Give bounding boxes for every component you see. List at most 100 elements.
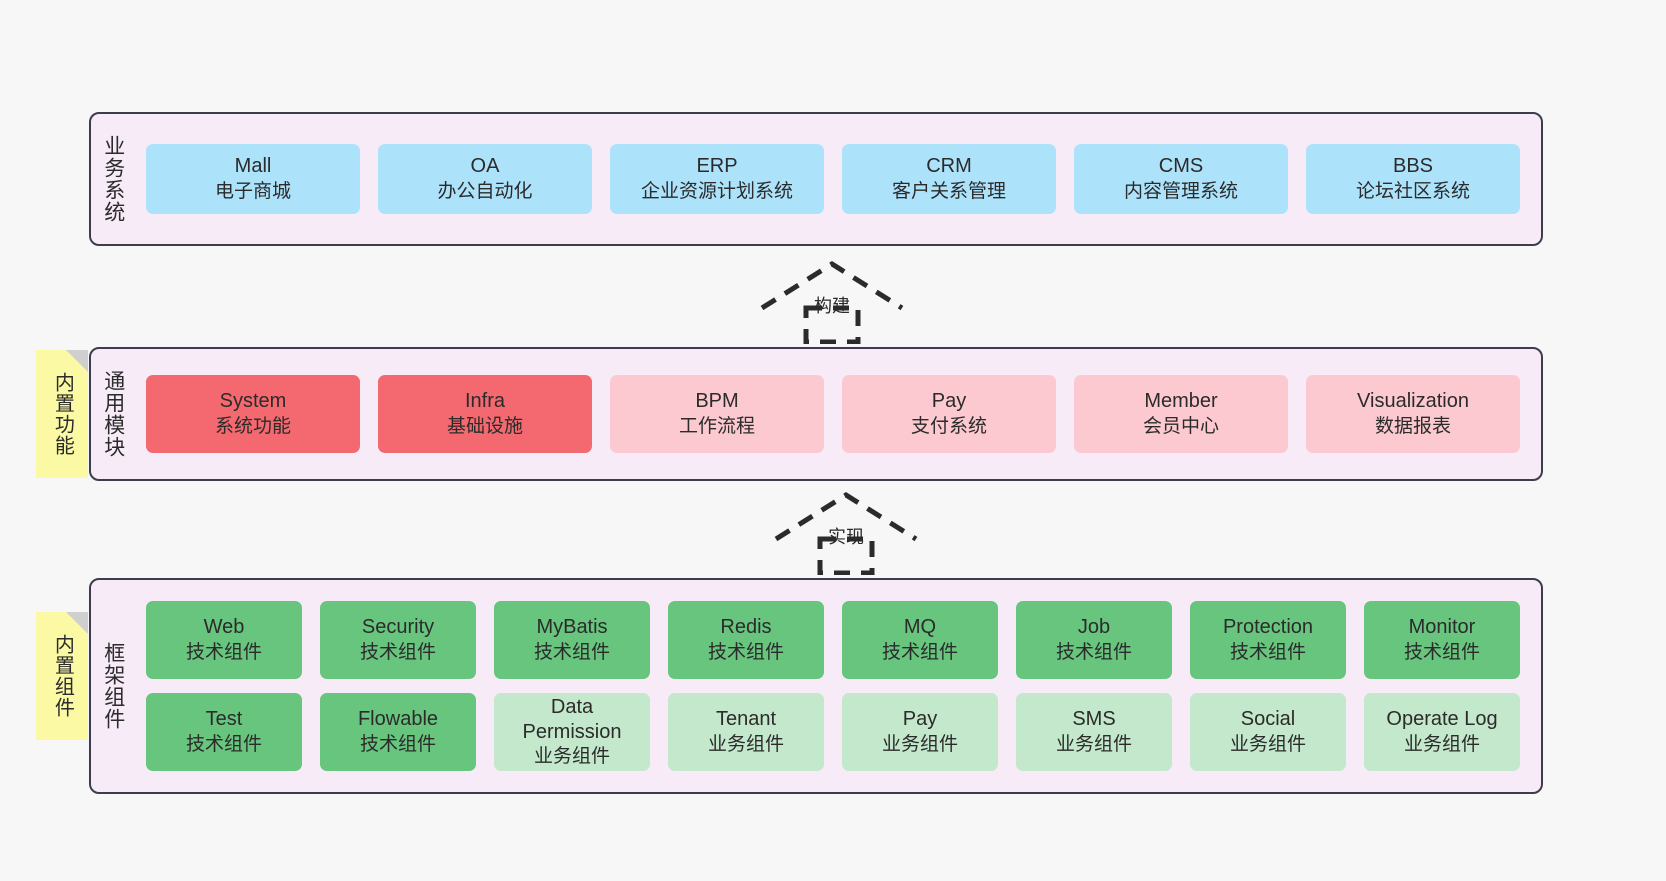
- node-operate-log[interactable]: Operate Log 业务组件: [1364, 693, 1520, 771]
- connector-implement-label: 实现: [828, 527, 864, 547]
- node-title: BBS: [1392, 155, 1434, 178]
- node-oa[interactable]: OA 办公自动化: [378, 144, 592, 214]
- node-infra[interactable]: Infra 基础设施: [378, 375, 592, 453]
- node-title: Redis: [720, 616, 772, 639]
- node-subtitle: 办公自动化: [437, 180, 533, 202]
- node-flowable[interactable]: Flowable 技术组件: [320, 693, 476, 771]
- node-member[interactable]: Member 会员中心: [1074, 375, 1288, 453]
- layer-framework-components-body: Web 技术组件 Security 技术组件 MyBatis 技术组件: [135, 580, 1541, 792]
- node-title: Pay: [931, 390, 967, 413]
- layer-business-systems-body: Mall 电子商城 OA 办公自动化 ERP 企业资源计划系统: [135, 114, 1541, 244]
- node-monitor[interactable]: Monitor 技术组件: [1364, 601, 1520, 679]
- layer-framework-components-row-business: Test 技术组件 Flowable 技术组件 Data Permission …: [137, 693, 1529, 771]
- node-subtitle: 技术组件: [707, 641, 784, 663]
- grid-cell: Test 技术组件: [137, 693, 311, 771]
- grid-cell: ERP 企业资源计划系统: [601, 144, 833, 214]
- node-title: Member: [1144, 390, 1218, 413]
- node-subtitle: 业务组件: [533, 746, 610, 768]
- node-security[interactable]: Security 技术组件: [320, 601, 476, 679]
- grid-cell: System 系统功能: [137, 375, 369, 453]
- node-subtitle: 技术组件: [533, 641, 610, 663]
- node-subtitle: 电子商城: [214, 180, 291, 202]
- node-subtitle: 业务组件: [881, 733, 958, 755]
- connector-build-label: 构建: [814, 296, 850, 316]
- node-test[interactable]: Test 技术组件: [146, 693, 302, 771]
- note-fold-corner-icon: [66, 612, 88, 634]
- layer-business-systems: 业务系统 Mall 电子商城 OA 办公自动化 ERP: [89, 112, 1543, 246]
- grid-cell: CRM 客户关系管理: [833, 144, 1065, 214]
- node-subtitle: 业务组件: [707, 733, 784, 755]
- node-title: MyBatis: [536, 616, 608, 639]
- layer-business-systems-row: Mall 电子商城 OA 办公自动化 ERP 企业资源计划系统: [137, 144, 1529, 214]
- node-protection[interactable]: Protection 技术组件: [1190, 601, 1346, 679]
- node-subtitle: 企业资源计划系统: [640, 180, 793, 202]
- node-crm[interactable]: CRM 客户关系管理: [842, 144, 1056, 214]
- layer-common-modules: 通用模块 System 系统功能 Infra 基础设施: [89, 347, 1543, 481]
- grid-cell: Redis 技术组件: [659, 601, 833, 679]
- grid-cell: Web 技术组件: [137, 601, 311, 679]
- node-subtitle: 技术组件: [1055, 641, 1132, 663]
- grid-cell: Flowable 技术组件: [311, 693, 485, 771]
- node-subtitle: 技术组件: [185, 641, 262, 663]
- node-subtitle: 技术组件: [359, 733, 436, 755]
- layer-framework-components-title: 框架组件: [101, 642, 125, 730]
- node-subtitle: 技术组件: [881, 641, 958, 663]
- node-title: Test: [205, 708, 243, 731]
- node-pay-module[interactable]: Pay 支付系统: [842, 375, 1056, 453]
- node-title: Social: [1240, 708, 1296, 731]
- node-title: Monitor: [1408, 616, 1476, 639]
- node-subtitle: 系统功能: [214, 415, 291, 437]
- node-mq[interactable]: MQ 技术组件: [842, 601, 998, 679]
- node-title: CMS: [1158, 155, 1204, 178]
- node-sms[interactable]: SMS 业务组件: [1016, 693, 1172, 771]
- implement-arrow-icon: [774, 492, 918, 576]
- layer-framework-components: 框架组件 Web 技术组件 Security 技术组件: [89, 578, 1543, 794]
- note-builtin-function-label: 内置功能: [51, 372, 74, 456]
- node-system[interactable]: System 系统功能: [146, 375, 360, 453]
- node-title: MQ: [903, 616, 937, 639]
- node-title: BPM: [695, 390, 739, 413]
- grid-cell: Social 业务组件: [1181, 693, 1355, 771]
- node-subtitle: 支付系统: [910, 415, 987, 437]
- layer-common-modules-title: 通用模块: [101, 370, 125, 458]
- note-fold-corner-icon: [66, 350, 88, 372]
- node-cms[interactable]: CMS 内容管理系统: [1074, 144, 1288, 214]
- node-subtitle: 业务组件: [1403, 733, 1480, 755]
- note-builtin-function: 内置功能: [36, 350, 88, 478]
- node-tenant[interactable]: Tenant 业务组件: [668, 693, 824, 771]
- connector-build: 构建: [756, 258, 908, 345]
- node-redis[interactable]: Redis 技术组件: [668, 601, 824, 679]
- node-title: Operate Log: [1386, 708, 1498, 731]
- node-data-permission[interactable]: Data Permission 业务组件: [494, 693, 650, 771]
- node-subtitle: 业务组件: [1229, 733, 1306, 755]
- node-title: Web: [203, 616, 245, 639]
- layer-business-systems-title: 业务系统: [101, 135, 125, 223]
- node-subtitle: 内容管理系统: [1123, 180, 1238, 202]
- node-subtitle: 技术组件: [185, 733, 262, 755]
- node-title: Mall: [234, 155, 272, 178]
- node-title: OA: [470, 155, 500, 178]
- node-web[interactable]: Web 技术组件: [146, 601, 302, 679]
- grid-cell: OA 办公自动化: [369, 144, 601, 214]
- node-subtitle: 数据报表: [1374, 415, 1451, 437]
- node-title: Infra: [464, 390, 506, 413]
- node-erp[interactable]: ERP 企业资源计划系统: [610, 144, 824, 214]
- connector-implement: 实现: [770, 489, 922, 576]
- grid-cell: Mall 电子商城: [137, 144, 369, 214]
- node-subtitle: 论坛社区系统: [1355, 180, 1470, 202]
- layer-framework-components-row-tech: Web 技术组件 Security 技术组件 MyBatis 技术组件: [137, 601, 1529, 679]
- grid-cell: Visualization 数据报表: [1297, 375, 1529, 453]
- node-title: Tenant: [715, 708, 777, 731]
- grid-cell: Job 技术组件: [1007, 601, 1181, 679]
- node-bpm[interactable]: BPM 工作流程: [610, 375, 824, 453]
- node-job[interactable]: Job 技术组件: [1016, 601, 1172, 679]
- node-mall[interactable]: Mall 电子商城: [146, 144, 360, 214]
- node-bbs[interactable]: BBS 论坛社区系统: [1306, 144, 1520, 214]
- layer-common-modules-row: System 系统功能 Infra 基础设施 BPM 工作流程: [137, 375, 1529, 453]
- node-social[interactable]: Social 业务组件: [1190, 693, 1346, 771]
- node-visualization[interactable]: Visualization 数据报表: [1306, 375, 1520, 453]
- node-pay-component[interactable]: Pay 业务组件: [842, 693, 998, 771]
- node-subtitle: 技术组件: [1403, 641, 1480, 663]
- node-mybatis[interactable]: MyBatis 技术组件: [494, 601, 650, 679]
